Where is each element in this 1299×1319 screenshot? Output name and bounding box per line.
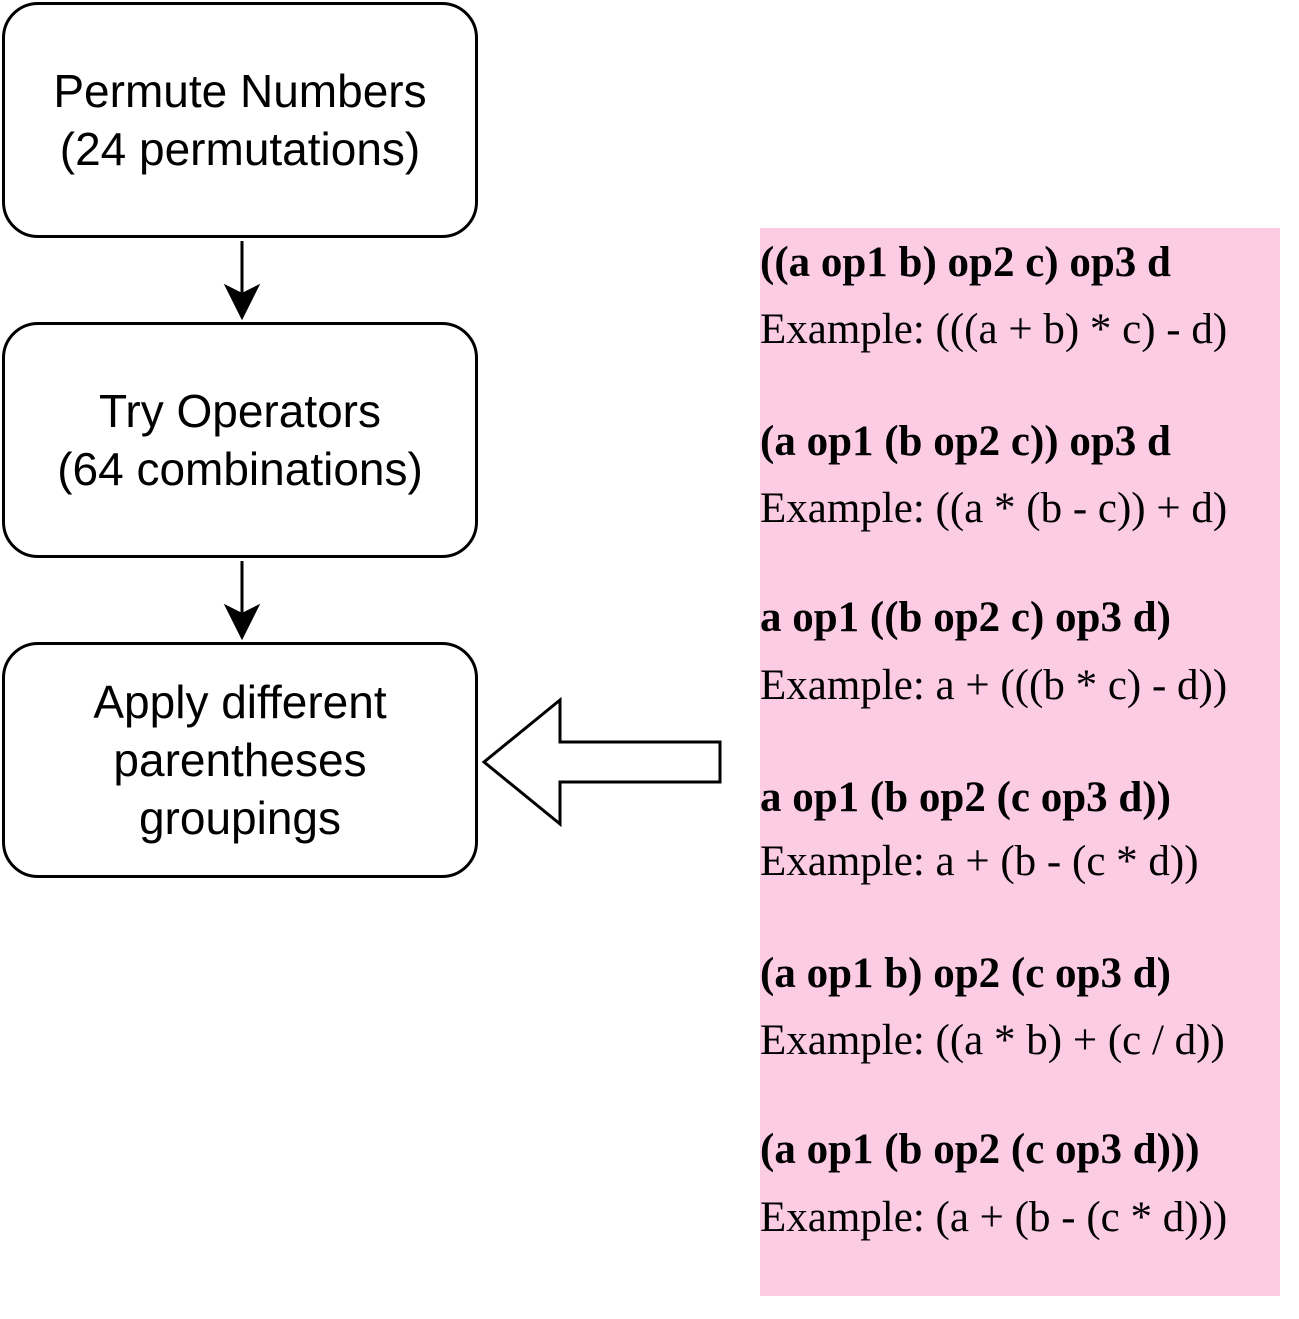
grouping-pattern: a op1 ((b op2 c) op3 d) [760, 594, 1171, 641]
grouping-example: Example: (((a + b) * c) - d) [760, 306, 1228, 353]
groupings-panel: ((a op1 b) op2 c) op3 d Example: (((a + … [760, 228, 1280, 1296]
step-apply-groupings: Apply different parentheses groupings [2, 642, 478, 878]
grouping-pattern: (a op1 (b op2 c)) op3 d [760, 418, 1171, 465]
step-try-operators: Try Operators (64 combinations) [2, 322, 478, 558]
grouping-pattern: ((a op1 b) op2 c) op3 d [760, 239, 1171, 286]
grouping-pattern: (a op1 b) op2 (c op3 d) [760, 950, 1171, 997]
step-permute-numbers: Permute Numbers (24 permutations) [2, 2, 478, 238]
step-permute-count: (24 permutations) [59, 123, 421, 175]
grouping-example: Example: a + (((b * c) - d)) [760, 662, 1228, 709]
grouping-example: Example: ((a * (b - c)) + d) [760, 485, 1228, 532]
grouping-pattern: a op1 (b op2 (c op3 d)) [760, 774, 1171, 821]
grouping-example: Example: a + (b - (c * d)) [760, 838, 1199, 885]
arrow-operators-to-groupings [223, 561, 261, 641]
step-permute-title: Permute Numbers [53, 65, 427, 117]
step-groupings-line-2: parentheses [113, 734, 367, 786]
arrow-permute-to-operators [223, 241, 261, 321]
block-arrow-panel-to-groupings [481, 696, 722, 828]
grouping-example: Example: ((a * b) + (c / d)) [760, 1017, 1225, 1064]
step-groupings-line-1: Apply different [93, 676, 387, 728]
step-operators-title: Try Operators [98, 385, 382, 437]
step-groupings-line-3: groupings [138, 792, 342, 844]
grouping-pattern: (a op1 (b op2 (c op3 d))) [760, 1126, 1200, 1173]
grouping-example: Example: (a + (b - (c * d))) [760, 1194, 1228, 1241]
step-operators-count: (64 combinations) [57, 443, 423, 495]
